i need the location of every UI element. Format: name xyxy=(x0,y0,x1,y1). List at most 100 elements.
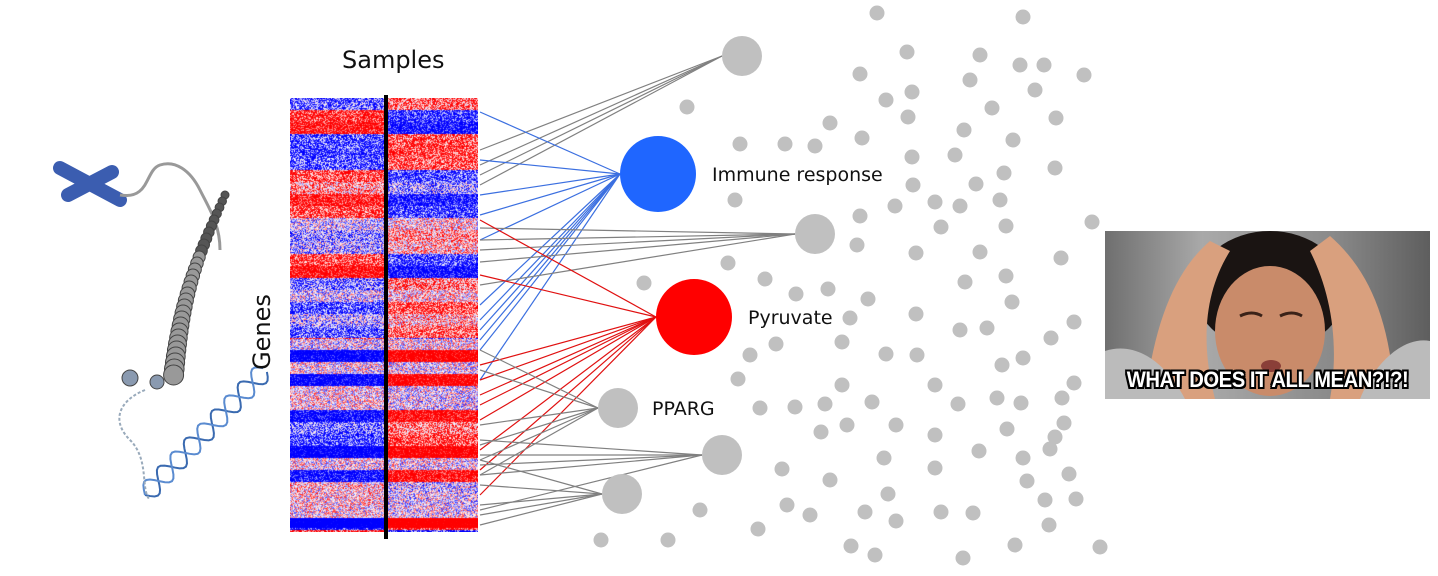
gene-edge xyxy=(479,316,657,406)
chromosome-dna-illustration xyxy=(53,161,269,501)
gene-set-dot xyxy=(779,497,795,513)
gene-edge xyxy=(479,233,796,263)
gene-set-dot xyxy=(854,130,870,146)
gene-edge xyxy=(479,454,703,476)
gene-edge xyxy=(479,454,703,511)
gene-set-dot xyxy=(947,147,963,163)
gene-set-dot xyxy=(1053,250,1069,266)
gene-set-dot xyxy=(1015,350,1031,366)
gene-edge xyxy=(479,439,703,456)
gene-edge xyxy=(479,493,603,516)
gene-set-dot xyxy=(1061,466,1077,482)
gene-set-dot xyxy=(1048,110,1064,126)
gene-set-dot xyxy=(768,336,784,352)
gene-edge xyxy=(479,349,599,409)
gene-edge xyxy=(479,173,621,306)
chromatin-beads xyxy=(121,190,230,390)
meme-face-illustration xyxy=(1105,231,1430,399)
gene-set-dot xyxy=(999,421,1015,437)
immune-response-node xyxy=(620,136,696,212)
gene-set-dot xyxy=(834,334,850,350)
gene-set-dot xyxy=(888,513,904,529)
gene-set-dot xyxy=(971,443,987,459)
gene-set-dot xyxy=(1043,330,1059,346)
gene-set-dot xyxy=(1013,395,1029,411)
gene-set-dot xyxy=(822,115,838,131)
gene-set-dot xyxy=(952,198,968,214)
gene-edge xyxy=(479,493,603,506)
gene-set-dot xyxy=(968,176,984,192)
gene-edge xyxy=(479,493,603,526)
gene-set-dot xyxy=(679,99,695,115)
gene-set-dot xyxy=(899,44,915,60)
gene-set-dot xyxy=(730,371,746,387)
gene-set-dot xyxy=(965,505,981,521)
gene-set-dot xyxy=(1007,537,1023,553)
confused-meme-image: WHAT DOES IT ALL MEAN?!?! xyxy=(1105,231,1430,399)
gene-set-dot xyxy=(1019,473,1035,489)
gene-edge xyxy=(479,316,657,381)
gene-set-dot xyxy=(955,550,971,566)
gene-set-dot xyxy=(1037,492,1053,508)
gene-edge xyxy=(479,316,657,496)
gene-set-dot xyxy=(904,84,920,100)
gene-set-dot xyxy=(1066,314,1082,330)
gene-set-dot xyxy=(1015,9,1031,25)
gene-set-dot xyxy=(957,274,973,290)
gene-edge xyxy=(479,316,657,421)
gene-edge xyxy=(479,227,796,235)
gene-set-dot xyxy=(1036,57,1052,73)
gene-set-dot xyxy=(636,275,652,291)
gene-set-dot xyxy=(757,271,773,287)
gene-edge xyxy=(479,316,657,396)
gene-edge xyxy=(479,459,603,495)
gene-edge xyxy=(479,407,599,426)
gene-set-dot xyxy=(972,47,988,63)
gene-edge xyxy=(479,484,603,495)
gene-edge xyxy=(479,219,657,318)
gene-set-dot xyxy=(905,177,921,193)
gene-set-dot xyxy=(817,396,833,412)
gene-edge xyxy=(479,173,621,381)
gene-set-dot xyxy=(860,291,876,307)
gene-set-dot xyxy=(998,218,1014,234)
gene-edge xyxy=(479,173,621,331)
gene-set-dot xyxy=(1054,390,1070,406)
gene-set-dot xyxy=(727,192,743,208)
pyruvate-node xyxy=(656,279,732,355)
samples-axis-label: Samples xyxy=(342,46,445,74)
gene-set-dot xyxy=(857,504,873,520)
gene-set-dot xyxy=(1047,429,1063,445)
gene-set-dot xyxy=(1004,294,1020,310)
gene-set-dot xyxy=(933,504,949,520)
gene-set-dot xyxy=(1092,539,1108,555)
gene-set-dot xyxy=(787,399,803,415)
gene-set-dot xyxy=(807,138,823,154)
gene-set-dot xyxy=(843,538,859,554)
gene-set-dot xyxy=(1027,82,1043,98)
gene-set-dot xyxy=(593,532,609,548)
gene-set-dot xyxy=(927,194,943,210)
gene-set-dot xyxy=(888,417,904,433)
gene-edge xyxy=(479,316,657,366)
gene-set-dot xyxy=(864,394,880,410)
pparg-label: PPARG xyxy=(652,398,715,420)
gene-set-dot xyxy=(900,109,916,125)
gene-set-dot xyxy=(962,72,978,88)
gene-set-node xyxy=(722,36,762,76)
gene-set-dot xyxy=(887,198,903,214)
gene-edge xyxy=(479,173,621,216)
gene-set-dot xyxy=(927,427,943,443)
gene-set-dot xyxy=(1041,517,1057,533)
gene-set-dot xyxy=(867,547,883,563)
gene-set-dot xyxy=(720,255,736,271)
nucleosome-bead xyxy=(121,369,139,387)
gene-set-dot xyxy=(660,532,676,548)
nucleosome-bead xyxy=(149,374,165,390)
gene-set-dot xyxy=(876,450,892,466)
gene-edge xyxy=(479,274,657,318)
gene-set-dot xyxy=(1076,67,1092,83)
gene-set-dot xyxy=(1015,450,1031,466)
